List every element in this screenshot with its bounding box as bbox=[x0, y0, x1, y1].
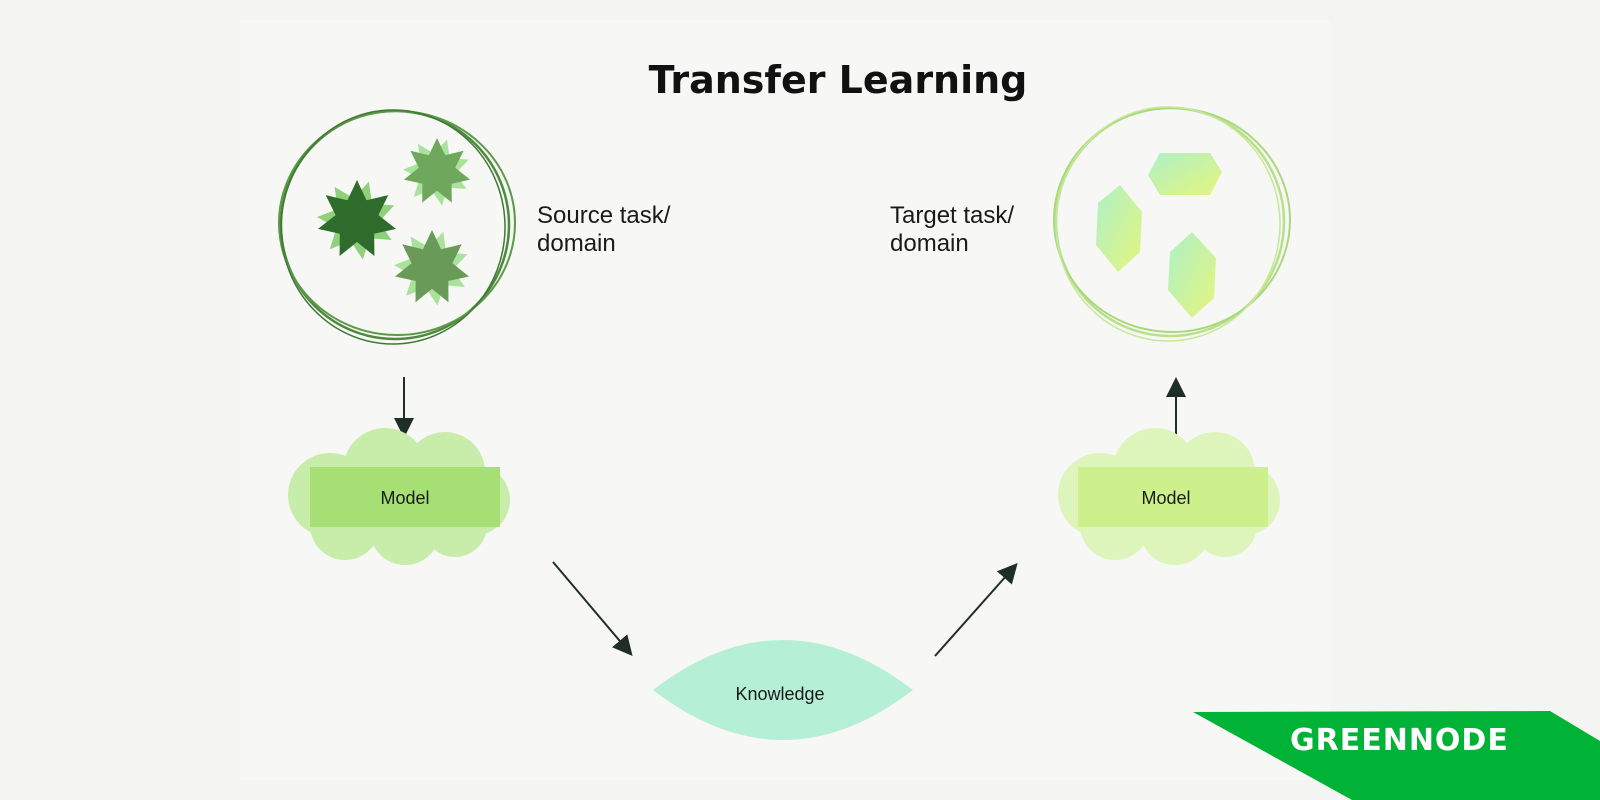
star-layer bbox=[318, 180, 396, 256]
source-domain-circle bbox=[278, 109, 516, 345]
star-shape bbox=[403, 138, 471, 206]
target-model-label: Model bbox=[1141, 488, 1190, 508]
logo-banner bbox=[1193, 711, 1600, 800]
knowledge-shape bbox=[653, 640, 913, 740]
source-stars bbox=[317, 138, 471, 306]
source-label-line2: domain bbox=[537, 230, 616, 257]
source-label-line1: Source task/ bbox=[537, 202, 671, 229]
knowledge-label: Knowledge bbox=[735, 684, 824, 704]
source-model-cloud bbox=[288, 428, 510, 565]
star-layer bbox=[395, 230, 469, 303]
target-label-line1: Target task/ bbox=[890, 202, 1014, 229]
logo-text: GREENNODE bbox=[1290, 723, 1509, 758]
star-shape bbox=[394, 230, 469, 306]
diagram-title: Transfer Learning bbox=[649, 58, 1028, 102]
target-model-cloud bbox=[1058, 428, 1280, 565]
arrow-knowledge-to-model bbox=[934, 563, 1018, 657]
target-crystals bbox=[1096, 153, 1222, 318]
target-label-line2: domain bbox=[890, 230, 969, 257]
star-layer bbox=[403, 138, 471, 203]
target-domain-circle bbox=[1053, 106, 1291, 342]
greennode-logo: GREENNODE bbox=[1193, 711, 1600, 800]
arrow-model-to-knowledge bbox=[552, 561, 633, 657]
star-shape bbox=[317, 180, 396, 260]
source-model-label: Model bbox=[380, 488, 429, 508]
